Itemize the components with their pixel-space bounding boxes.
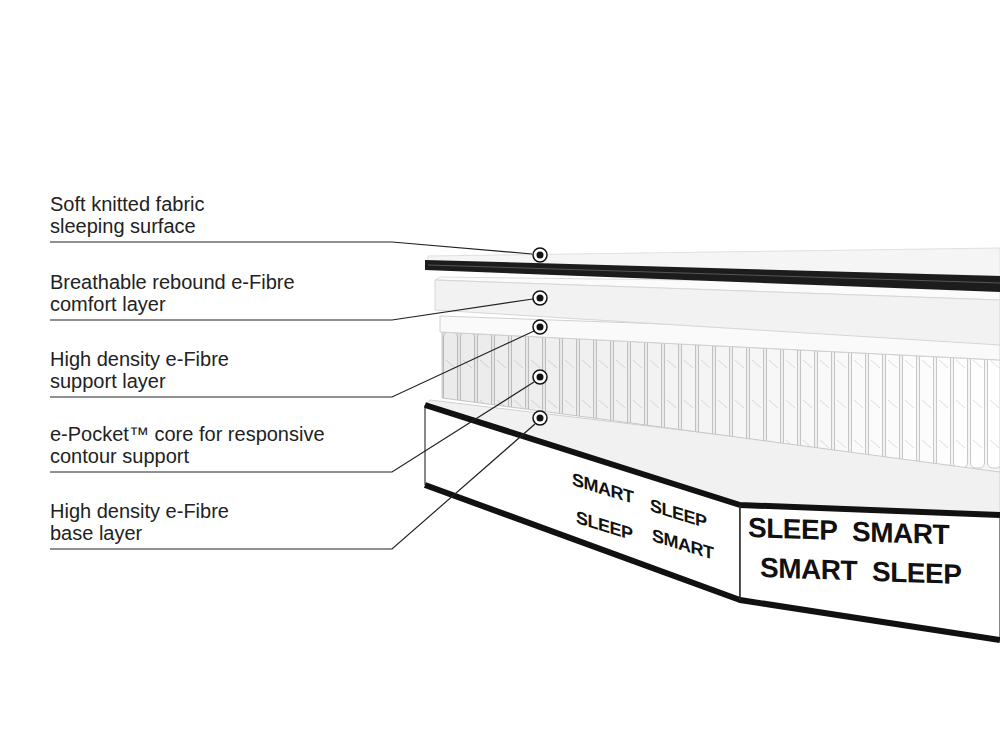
callout-label: High density e-Fibre support layer (50, 348, 275, 392)
brand-pattern-word: SLEEP (872, 558, 961, 589)
brand-pattern-word: SMART (852, 518, 949, 549)
brand-pattern-word: SMART (760, 554, 857, 585)
callout-label: High density e-Fibre base layer (50, 500, 275, 544)
brand-pattern-word: SLEEP (748, 514, 837, 545)
brand-pattern-word: SMART (652, 526, 714, 563)
brand-pattern-word: SLEEP (650, 496, 707, 531)
brand-pattern-word: SMART (572, 470, 634, 507)
callout-label: Soft knitted fabric sleeping surface (50, 193, 255, 237)
brand-pattern-word: SLEEP (576, 508, 633, 543)
callout-label: e-Pocket™ core for responsive contour su… (50, 423, 380, 467)
callout-label: Breathable rebound e-Fibre comfort layer (50, 271, 340, 315)
